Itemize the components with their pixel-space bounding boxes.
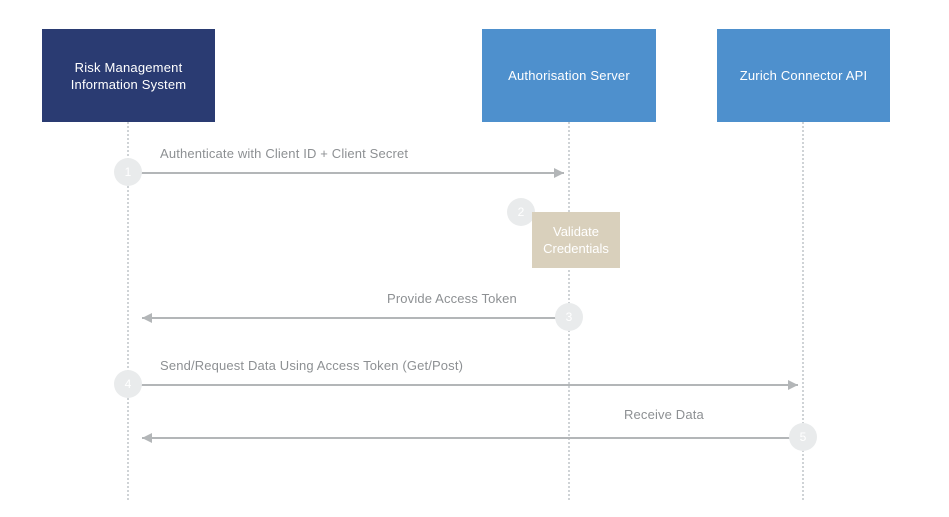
- message-arrowhead-1: [554, 168, 564, 178]
- message-line-1: [128, 172, 564, 174]
- step-circle-4: 4: [114, 370, 142, 398]
- step-circle-1: 1: [114, 158, 142, 186]
- step-circle-3: 3: [555, 303, 583, 331]
- participant-box-zurich-connector-api[interactable]: Zurich Connector API: [717, 29, 890, 122]
- participant-label-rmis: Risk Management Information System: [70, 59, 187, 92]
- message-line-5: [142, 437, 803, 439]
- message-label-4: Send/Request Data Using Access Token (Ge…: [160, 358, 464, 373]
- participant-label-authorisation-server: Authorisation Server: [508, 68, 630, 83]
- message-label-3: Provide Access Token: [387, 291, 517, 306]
- participant-box-authorisation-server[interactable]: Authorisation Server: [482, 29, 656, 122]
- activation-box-validate-credentials[interactable]: Validate Credentials: [532, 212, 620, 268]
- lifeline-rmis: [127, 122, 129, 500]
- participant-box-rmis[interactable]: Risk Management Information System: [42, 29, 215, 122]
- activation-label-validate-credentials: Validate Credentials: [543, 224, 609, 256]
- message-arrowhead-3: [142, 313, 152, 323]
- step-circle-2: 2: [507, 198, 535, 226]
- message-line-3: [142, 317, 569, 319]
- message-label-1: Authenticate with Client ID + Client Sec…: [160, 146, 409, 161]
- step-circle-5: 5: [789, 423, 817, 451]
- message-arrowhead-5: [142, 433, 152, 443]
- message-label-5: Receive Data: [624, 407, 704, 422]
- message-line-4: [128, 384, 798, 386]
- message-arrowhead-4: [788, 380, 798, 390]
- participant-label-zurich-connector-api: Zurich Connector API: [739, 68, 868, 83]
- lifeline-zurich-connector-api: [802, 122, 804, 500]
